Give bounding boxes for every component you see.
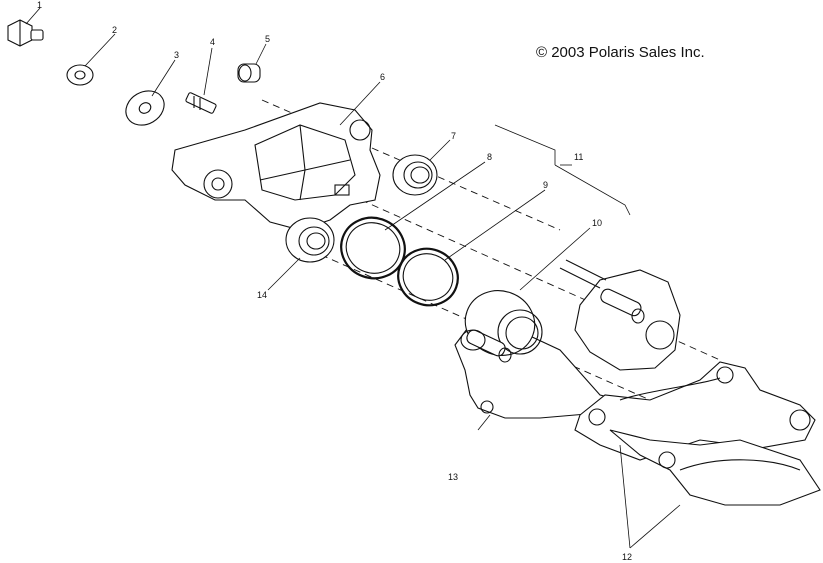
callout-11: 11 — [574, 152, 583, 162]
callout-12: 12 — [622, 552, 632, 562]
callout-5: 5 — [265, 34, 270, 44]
callout-4: 4 — [210, 37, 215, 47]
callout-10: 10 — [592, 218, 602, 228]
o-ring-part — [397, 247, 459, 307]
callout-6: 6 — [380, 72, 385, 82]
lower-piston-boot-part — [285, 217, 335, 263]
callout-labels: 1 2 3 4 5 6 7 8 9 10 11 12 13 14 — [37, 0, 632, 562]
callout-9: 9 — [543, 180, 548, 190]
mounting-bracket-front-part — [454, 290, 621, 419]
bleeder-screw-part — [185, 92, 217, 114]
large-washer-part — [125, 90, 165, 126]
caliper-body-part — [171, 102, 381, 231]
callout-3: 3 — [174, 50, 179, 60]
callout-2: 2 — [112, 25, 117, 35]
callout-8: 8 — [487, 152, 492, 162]
callout-7: 7 — [451, 131, 456, 141]
copyright-notice: © 2003 Polaris Sales Inc. — [536, 44, 705, 61]
brake-pads-part — [574, 361, 821, 506]
washer-part — [66, 64, 94, 86]
mounting-bracket-rear-part — [559, 259, 681, 371]
bolt-part — [7, 19, 44, 47]
callout-13: 13 — [448, 472, 458, 482]
callout-1: 1 — [37, 0, 42, 10]
upper-piston-boot-part — [392, 154, 438, 196]
leader-lines — [25, 7, 681, 549]
piston-seal-part — [340, 216, 406, 280]
callout-14: 14 — [257, 290, 267, 300]
bleeder-cap-part — [237, 63, 261, 83]
